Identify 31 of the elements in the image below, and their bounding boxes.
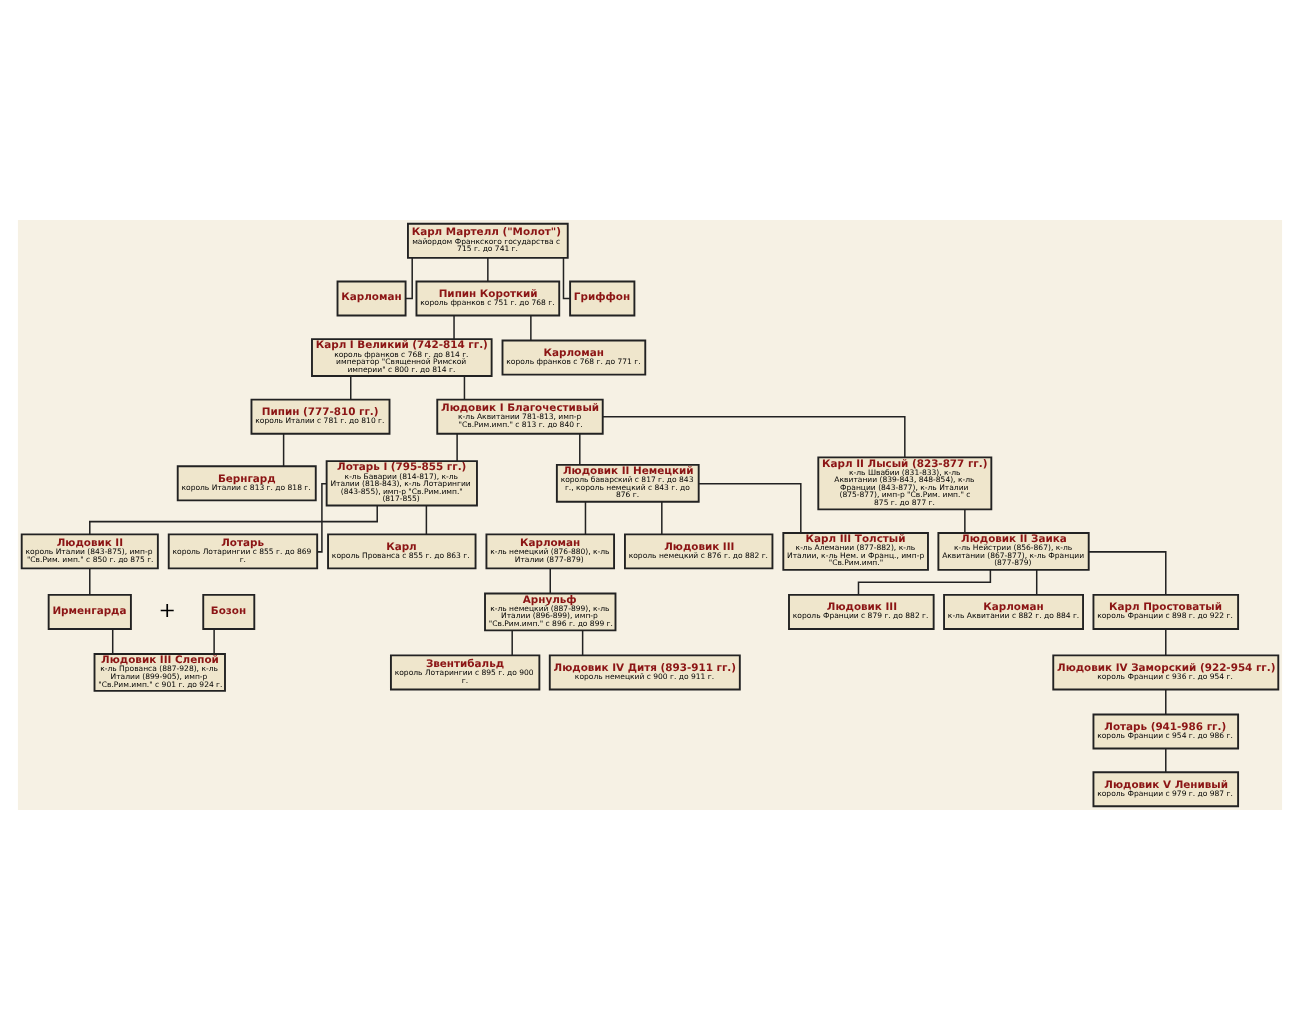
connector bbox=[964, 507, 966, 533]
connector bbox=[453, 313, 455, 339]
connector bbox=[89, 503, 378, 534]
connector bbox=[111, 627, 114, 654]
connector bbox=[584, 500, 587, 534]
connector bbox=[282, 432, 285, 466]
connector bbox=[581, 628, 584, 656]
connector bbox=[350, 374, 352, 400]
connector bbox=[425, 503, 428, 534]
connector bbox=[405, 256, 413, 299]
connector bbox=[463, 374, 466, 400]
connector bbox=[1165, 627, 1167, 655]
connector bbox=[1035, 568, 1038, 595]
connector bbox=[89, 566, 91, 595]
connector bbox=[1165, 747, 1167, 772]
connector bbox=[549, 566, 551, 593]
connector bbox=[602, 414, 906, 457]
connector bbox=[511, 628, 513, 656]
connector bbox=[1165, 687, 1167, 715]
connector bbox=[487, 256, 489, 281]
connector bbox=[1088, 550, 1167, 595]
connector bbox=[661, 500, 663, 534]
connector bbox=[530, 313, 532, 341]
connector bbox=[316, 482, 327, 552]
connector bbox=[213, 627, 215, 654]
connector bbox=[579, 432, 581, 465]
connector bbox=[562, 256, 571, 299]
label: + bbox=[158, 598, 177, 623]
connector bbox=[698, 482, 802, 533]
connector bbox=[857, 568, 992, 595]
connector bbox=[456, 432, 458, 461]
